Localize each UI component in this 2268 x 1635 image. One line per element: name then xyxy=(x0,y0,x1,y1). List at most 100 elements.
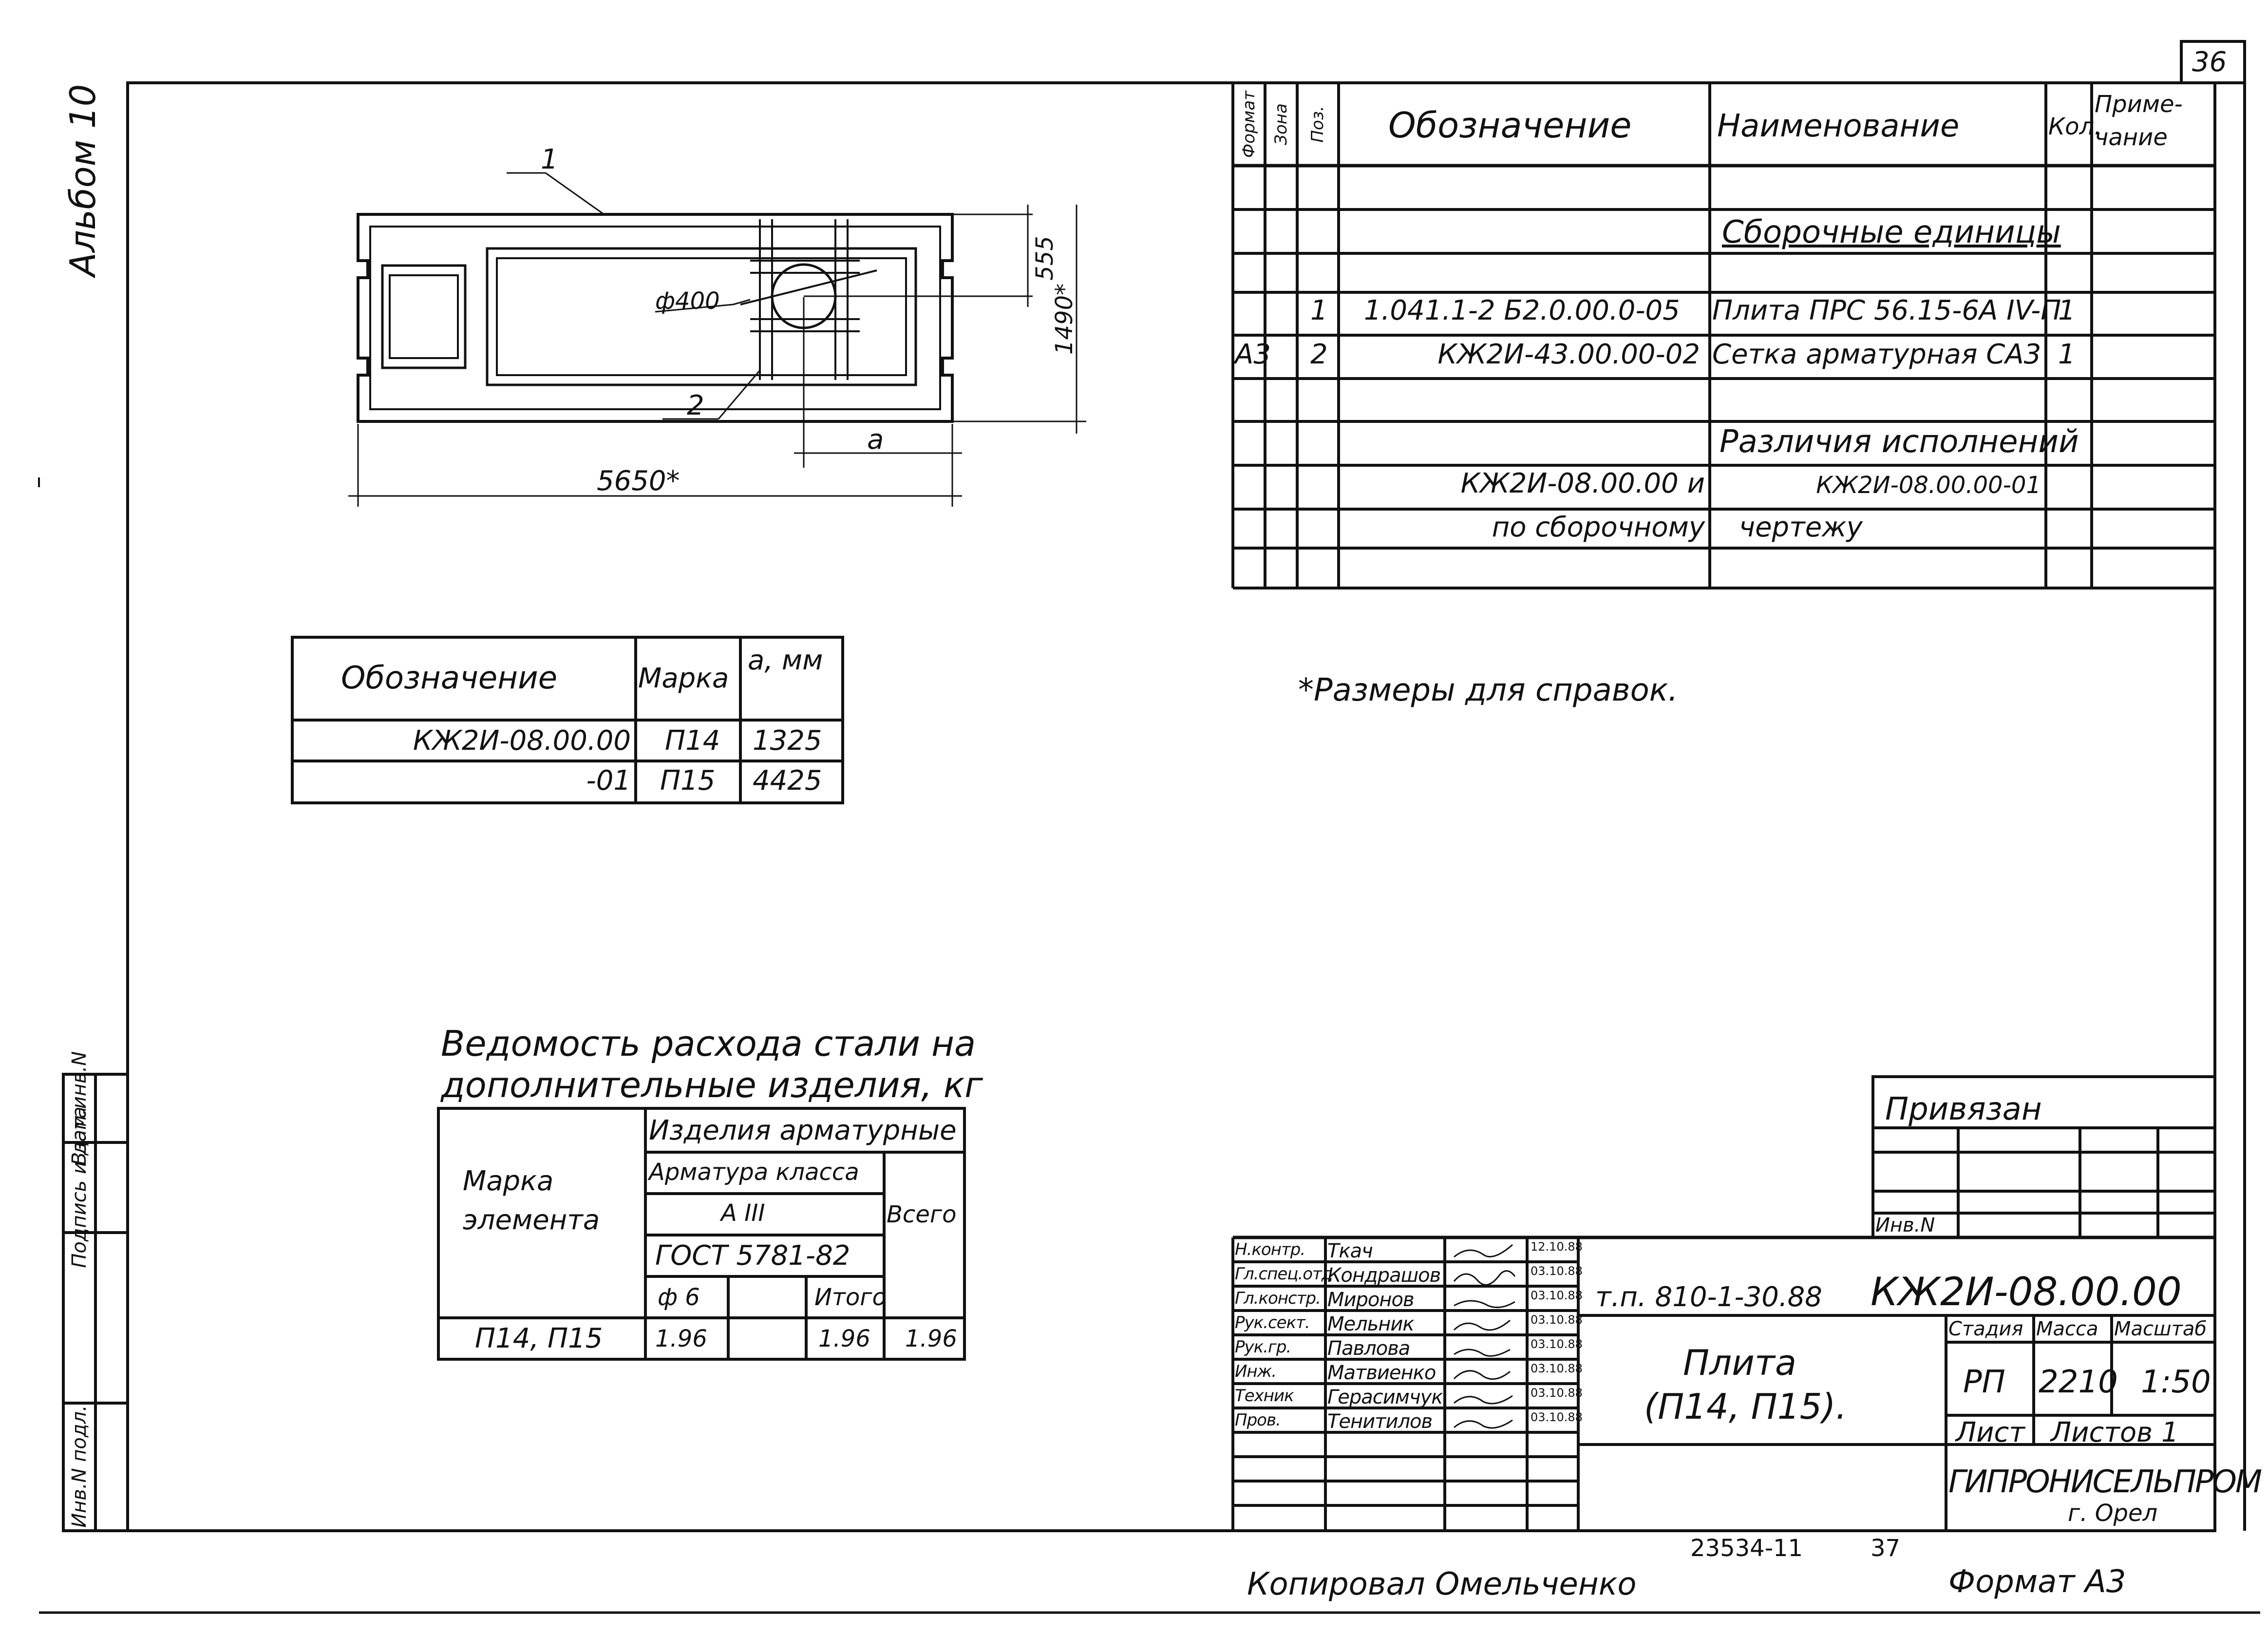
margin-inv-orig: Инв.N подл. xyxy=(68,1405,91,1528)
marks-row1-designation: КЖ2И-08.00.00 xyxy=(413,725,631,757)
spec-row2-pos: 2 xyxy=(1310,339,1328,370)
steel-row-d6: 1.96 xyxy=(655,1325,707,1352)
title-block-role: Техник xyxy=(1235,1386,1294,1406)
sheets-header: Листов 1 xyxy=(2051,1417,2179,1448)
steel-gost: ГОСТ 5781-82 xyxy=(655,1240,850,1272)
spec-diff-line2-right: чертежу xyxy=(1739,512,1863,543)
spec-row2-qty: 1 xyxy=(2058,339,2076,370)
reference-note: *Размеры для справок. xyxy=(1298,672,1678,708)
steel-class-value: А III xyxy=(721,1199,765,1227)
spec-header-pos: Поз. xyxy=(1308,106,1327,143)
steel-row-subtotal: 1.96 xyxy=(818,1325,870,1352)
spec-differences-title: Различия исполнений xyxy=(1720,424,2079,460)
slab-plan xyxy=(348,172,1086,507)
album-label: Альбом 10 xyxy=(62,84,103,277)
spec-header-name: Наименование xyxy=(1717,108,1960,144)
callout-1: 1 xyxy=(541,144,558,175)
stage-header: Стадия xyxy=(1948,1318,2023,1340)
dim-5650: 5650* xyxy=(597,465,680,497)
organization: ГИПРОНИСЕЛЬПРОМ xyxy=(1948,1464,2262,1500)
sheet-header: Лист xyxy=(1956,1417,2025,1448)
title-line2: (П14, П15). xyxy=(1644,1386,1847,1427)
spec-header-note: Приме-чание xyxy=(2095,91,2183,151)
spec-row2-name: Сетка арматурная СА3 xyxy=(1712,339,2041,370)
spec-diff-line1-left: КЖ2И-08.00.00 и xyxy=(1460,468,1705,499)
diameter-label: ф400 xyxy=(655,287,720,315)
dim-555: 555 xyxy=(1031,236,1058,281)
title-line1: Плита xyxy=(1683,1342,1797,1383)
title-block-role: Инж. xyxy=(1235,1362,1277,1381)
title-block-date: 03.10.88 xyxy=(1531,1264,1583,1278)
title-block-role: Гл.спец.отд xyxy=(1235,1264,1333,1284)
paper-format: Формат А3 xyxy=(1948,1564,2126,1600)
steel-col-subtotal: Итого xyxy=(814,1284,887,1311)
title-block-name: Тенитилов xyxy=(1327,1410,1433,1433)
marks-row2-designation: -01 xyxy=(586,765,631,797)
steel-table-frame xyxy=(437,1107,966,1361)
spec-header-zone: Зона xyxy=(1271,103,1291,145)
spec-header-designation: Обозначение xyxy=(1388,105,1632,146)
steel-col-d: ф 6 xyxy=(658,1284,700,1311)
steel-col-class: Арматура класса xyxy=(649,1159,859,1186)
marks-row1-mark: П14 xyxy=(665,725,720,757)
title-block-name: Ткач xyxy=(1327,1240,1373,1262)
title-block-date: 03.10.88 xyxy=(1531,1386,1583,1400)
title-block-date: 03.10.88 xyxy=(1531,1337,1583,1351)
page-number-box xyxy=(2180,40,2246,1531)
document-code: КЖ2И-08.00.00 xyxy=(1871,1269,2182,1314)
title-block-name: Матвиенко xyxy=(1327,1362,1436,1384)
marks-header-designation: Обозначение xyxy=(341,660,558,696)
spec-header-qty: Кол. xyxy=(2048,113,2102,140)
page-number: 36 xyxy=(2192,46,2227,78)
title-block-name: Павлова xyxy=(1327,1337,1410,1360)
spec-row1-name: Плита ПРС 56.15-6А IV-П xyxy=(1712,295,2061,326)
spec-diff-line1-right: КЖ2И-08.00.00-01 xyxy=(1816,472,2041,499)
title-block-date: 03.10.88 xyxy=(1531,1313,1583,1327)
steel-col-mark: Марка элемента xyxy=(463,1165,600,1236)
steel-title-line2: дополнительные изделия, кг xyxy=(441,1065,983,1105)
signatures xyxy=(1453,1244,1516,1429)
dim-1490: 1490* xyxy=(1051,283,1078,355)
marks-header-a: а, мм xyxy=(748,645,823,676)
title-block-role: Н.контр. xyxy=(1235,1240,1305,1259)
title-block-role: Пров. xyxy=(1235,1410,1281,1430)
sheet-frame xyxy=(126,81,2216,1532)
callout-2: 2 xyxy=(687,390,704,421)
marks-header-mark: Марка xyxy=(638,663,729,694)
marks-row2-mark: П15 xyxy=(660,765,716,797)
title-block-role: Рук.гр. xyxy=(1235,1337,1291,1357)
spec-row1-pos: 1 xyxy=(1310,295,1328,326)
spec-row2-designation: КЖ2И-43.00.00-02 xyxy=(1437,339,1700,370)
steel-col-total: Всего xyxy=(887,1201,957,1228)
footer-page: 37 xyxy=(1871,1535,1901,1562)
spec-row2-format: А3 xyxy=(1235,339,1271,370)
steel-row-total: 1.96 xyxy=(905,1325,957,1352)
title-block-date: 03.10.88 xyxy=(1531,1362,1583,1375)
mass-header: Масса xyxy=(2036,1318,2098,1340)
margin-sign-date: Подпись и дата xyxy=(68,1106,91,1268)
spec-row1-qty: 1 xyxy=(2058,295,2076,326)
title-block-date: 03.10.88 xyxy=(1531,1410,1583,1424)
title-block-date: 03.10.88 xyxy=(1531,1289,1583,1302)
title-block-name: Герасимчук xyxy=(1327,1386,1443,1408)
spec-header-format: Формат xyxy=(1239,91,1259,158)
stage-value: РП xyxy=(1963,1364,2005,1400)
footer-number: 23534-11 xyxy=(1690,1535,1803,1562)
project-number: т.п. 810-1-30.88 xyxy=(1595,1281,1822,1313)
title-block-name: Кондрашов xyxy=(1327,1264,1441,1287)
attached-title: Привязан xyxy=(1885,1091,2042,1127)
title-block-role: Рук.сект. xyxy=(1235,1313,1310,1332)
spec-section-assemblies: Сборочные единицы xyxy=(1722,214,2061,250)
attached-inv: Инв.N xyxy=(1875,1214,1935,1236)
title-block-name: Мельник xyxy=(1327,1313,1415,1335)
copied-by: Копировал Омельченко xyxy=(1247,1566,1637,1602)
title-block-role: Гл.констр. xyxy=(1235,1289,1321,1308)
title-block-name: Миронов xyxy=(1327,1289,1415,1311)
organization-city: г. Орел xyxy=(2068,1500,2158,1527)
steel-row-mark: П14, П15 xyxy=(475,1323,603,1354)
spec-row1-designation: 1.041.1-2 Б2.0.00.0-05 xyxy=(1364,295,1680,326)
scale-value: 1:50 xyxy=(2141,1364,2211,1400)
mass-value: 2210 xyxy=(2039,1364,2118,1400)
marks-row2-a: 4425 xyxy=(753,765,822,797)
